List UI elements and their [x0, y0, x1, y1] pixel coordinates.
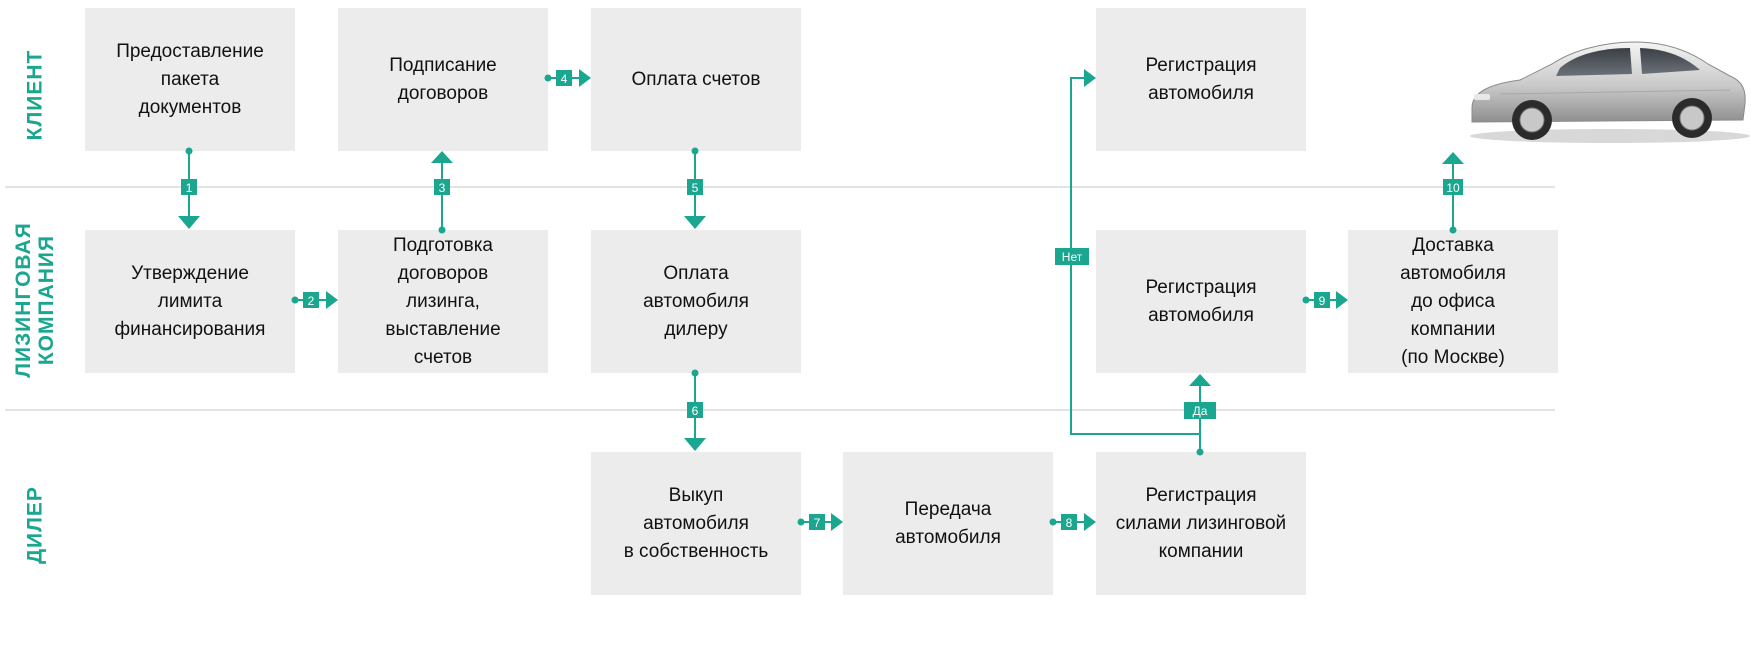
box-pay-bills: Оплата счетов [591, 8, 801, 151]
box-delivery: Доставка автомобиля до офиса компании (п… [1348, 230, 1558, 373]
box-limit: Утверждение лимита финансирования [85, 230, 295, 373]
arrow-step-3: 3 [431, 151, 453, 234]
arrow-step-7: 7 [797, 513, 843, 531]
arrow-step-10: 10 [1442, 152, 1464, 234]
arrow-step-8: 8 [1049, 513, 1096, 531]
step-badge-2: 2 [308, 294, 315, 308]
step-badge-4: 4 [561, 72, 568, 86]
step-badge-3: 3 [439, 181, 446, 195]
step-badge-7: 7 [814, 516, 821, 530]
arrow-step-6: 6 [684, 369, 706, 451]
step-badge-5: 5 [692, 181, 699, 195]
box-transfer: Передача автомобиля [843, 452, 1053, 595]
decision-yes-label: Да [1193, 404, 1208, 418]
box-reg-leasing: Регистрация автомобиля [1096, 230, 1306, 373]
arrow-step-4: 4 [544, 69, 591, 87]
decision-branch: Нет Да [1055, 69, 1216, 456]
step-badge-6: 6 [692, 404, 699, 418]
box-reg-client: Регистрация автомобиля [1096, 8, 1306, 151]
car-image [1470, 41, 1750, 143]
box-buyout: Выкуп автомобиля в собственность [591, 452, 801, 595]
box-docs: Предоставление пакета документов [85, 8, 295, 151]
step-badge-10: 10 [1446, 181, 1460, 195]
arrow-step-5: 5 [684, 147, 706, 229]
box-sign: Подписание договоров [338, 8, 548, 151]
arrow-step-9: 9 [1302, 291, 1348, 309]
box-pay-dealer: Оплата автомобиля дилеру [591, 230, 801, 373]
arrow-step-2: 2 [291, 291, 338, 309]
box-reg-by-leasing: Регистрация силами лизинговой компании [1096, 452, 1306, 595]
arrow-step-1: 1 [178, 147, 200, 229]
step-badge-8: 8 [1066, 516, 1073, 530]
box-prepare: Подготовка договоров лизинга, выставлени… [338, 230, 548, 373]
step-badge-9: 9 [1319, 294, 1326, 308]
step-badge-1: 1 [186, 181, 193, 195]
decision-no-label: Нет [1062, 250, 1083, 264]
